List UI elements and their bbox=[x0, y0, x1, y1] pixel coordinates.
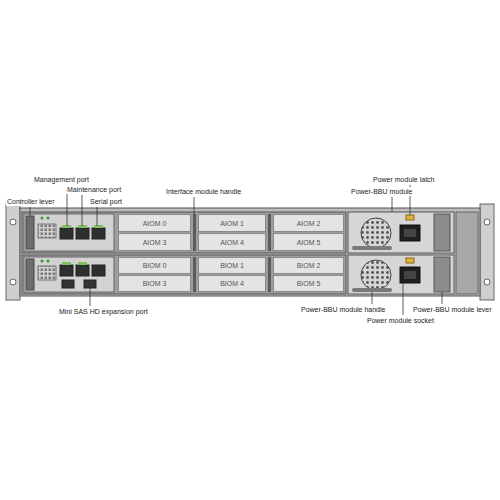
slot-label: AIOM 5 bbox=[297, 239, 321, 246]
callout-label: Serial port bbox=[89, 197, 123, 206]
interface-module-slot: AIOM 2 bbox=[273, 214, 344, 232]
callout-label: Mini SAS HD expansion port bbox=[58, 307, 149, 316]
interface-module-slot: AIOM 1 bbox=[198, 214, 266, 232]
slot-label: AIOM 2 bbox=[297, 220, 321, 227]
interface-module-slot: BIOM 2 bbox=[273, 257, 344, 274]
slot-label: BIOM 0 bbox=[143, 262, 167, 269]
chassis-panel bbox=[456, 212, 478, 294]
callout-label: Power-BBU module lever bbox=[412, 305, 493, 314]
interface-module-slot: BIOM 3 bbox=[118, 275, 191, 292]
callout-label: Maintenance port bbox=[66, 185, 122, 194]
interface-module-slot: AIOM 4 bbox=[198, 233, 266, 251]
interface-module-slot: BIOM 0 bbox=[118, 257, 191, 274]
callout-label: Power-BBU module bbox=[350, 187, 413, 196]
interface-module-slot: BIOM 4 bbox=[198, 275, 266, 292]
callout-label: Controller lever bbox=[6, 197, 55, 206]
slot-label: BIOM 2 bbox=[297, 262, 321, 269]
interface-module-slot: BIOM 1 bbox=[198, 257, 266, 274]
interface-module-slot: AIOM 0 bbox=[118, 214, 191, 232]
leader-lines bbox=[30, 185, 442, 315]
interface-module-slot: AIOM 5 bbox=[273, 233, 344, 251]
slot-label: AIOM 0 bbox=[143, 220, 167, 227]
slot-label: AIOM 1 bbox=[220, 220, 244, 227]
chassis bbox=[20, 208, 480, 296]
callout-label: Management port bbox=[33, 175, 90, 184]
callout-label: Power module latch bbox=[372, 175, 435, 184]
slot-label: AIOM 3 bbox=[143, 239, 167, 246]
power-bbu-module bbox=[348, 212, 454, 294]
controller bbox=[22, 212, 346, 294]
slot-label: BIOM 1 bbox=[220, 262, 244, 269]
slot-label: BIOM 4 bbox=[220, 280, 244, 287]
callout-label: Power module socket bbox=[366, 316, 435, 325]
slot-label: AIOM 4 bbox=[220, 239, 244, 246]
mounting-ear bbox=[6, 204, 494, 300]
callout-label: Power-BBU module handle bbox=[300, 305, 386, 314]
slot-label: BIOM 5 bbox=[297, 280, 321, 287]
interface-module-slot: AIOM 3 bbox=[118, 233, 191, 251]
callout-label: Interface module handle bbox=[165, 187, 242, 196]
interface-module-slot: BIOM 5 bbox=[273, 275, 344, 292]
slot-label: BIOM 3 bbox=[143, 280, 167, 287]
